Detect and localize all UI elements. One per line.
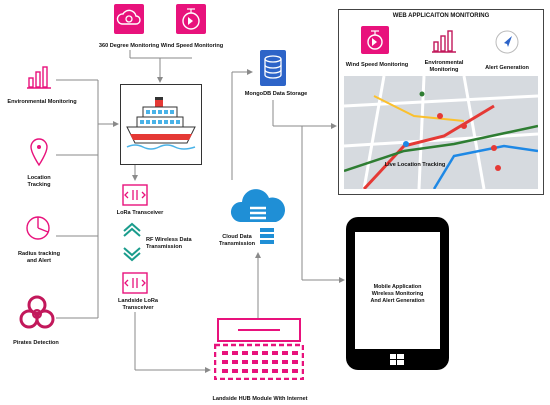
panel-wind-speed-label: Wind Speed Monitoring xyxy=(345,62,409,68)
landside-lora-label: Landside LoRa Transceiver xyxy=(117,298,159,311)
degree-monitoring-label: 360 Degree Monitoring xyxy=(98,43,160,49)
live-location-map: Live Location Tracking xyxy=(344,76,538,189)
mongodb-label: MongoDB Data Storage xyxy=(244,91,308,97)
mobile-phone: Mobile Application Wireless Monitoring A… xyxy=(346,217,449,370)
rf-wireless-icon xyxy=(121,222,143,262)
location-pin-icon xyxy=(28,137,50,167)
web-application-panel: WEB APPLICAITON MONITORING Wind Speed Mo… xyxy=(338,9,544,195)
lora-transceiver-label: LoRa Transceiver xyxy=(116,210,164,216)
alert-generation-label: Alert Generation xyxy=(485,65,529,71)
panel-environmental-icon xyxy=(431,28,457,54)
windows-logo-icon xyxy=(390,353,404,365)
mongodb-icon xyxy=(260,50,286,86)
ship-box xyxy=(120,84,202,165)
wind-speed-icon xyxy=(176,4,206,34)
panel-wind-speed-icon xyxy=(361,26,389,54)
panel-environmental-label: Environmental Monitoring xyxy=(424,60,464,73)
landside-hub-icon xyxy=(213,318,305,381)
radius-pie-icon xyxy=(24,214,52,242)
rf-wireless-label: RF Wireless Data Transmission xyxy=(146,237,192,250)
environmental-monitoring-icon xyxy=(26,64,52,90)
environmental-monitoring-label: Environmental Monitoring xyxy=(7,99,77,105)
map-pins xyxy=(403,91,501,171)
alert-navigation-icon xyxy=(495,30,519,54)
camera-cloud-icon xyxy=(114,4,144,34)
radius-tracking-label: Radius tracking and Alert xyxy=(18,251,60,264)
landside-hub-label: Landside HUB Module With Internet xyxy=(212,396,308,402)
cloud-stack-icon xyxy=(258,228,276,244)
wind-speed-label: Wind Speed Monitoring xyxy=(160,43,224,49)
ship-icon xyxy=(126,97,196,150)
mobile-screen: Mobile Application Wireless Monitoring A… xyxy=(355,232,440,349)
pirates-detection-label: Pirates Detection xyxy=(13,340,59,346)
landside-lora-icon xyxy=(122,272,148,294)
mobile-app-text: Mobile Application Wireless Monitoring A… xyxy=(370,284,425,304)
web-panel-title: WEB APPLICAITON MONITORING xyxy=(392,13,490,19)
location-tracking-label: Location Tracking xyxy=(27,175,51,188)
live-location-label: Live Location Tracking xyxy=(384,162,446,168)
cloud-icon xyxy=(228,184,288,228)
cloud-label: Cloud Data Transmission xyxy=(218,234,256,247)
biohazard-icon xyxy=(17,293,57,333)
lora-transceiver-icon xyxy=(122,184,148,206)
